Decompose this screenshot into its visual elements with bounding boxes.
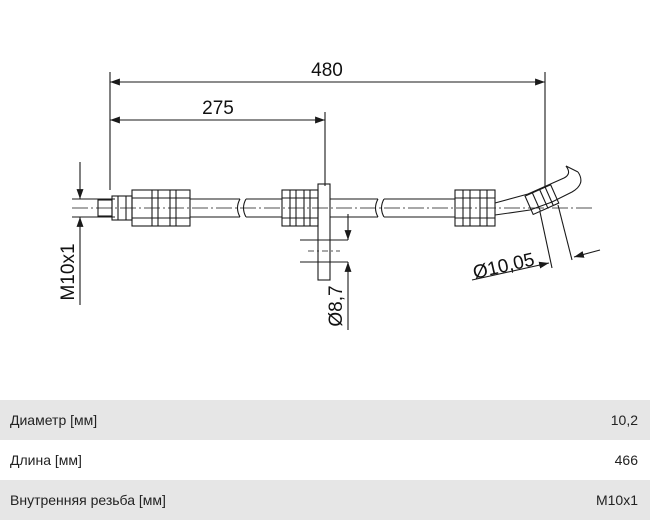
bent-tube-bottom: [494, 171, 582, 216]
spec-label: Длина [мм]: [10, 452, 82, 468]
tube-end-cap: [565, 165, 579, 173]
tube-end-fitting: [524, 184, 560, 216]
hole-diameter-label: Ø8,7: [326, 285, 347, 326]
hose-break-1: [236, 198, 247, 218]
bent-tube-top: [494, 165, 570, 204]
hose-section-4: [384, 198, 455, 218]
spec-label: Внутренняя резьба [мм]: [10, 492, 166, 508]
spec-label: Диаметр [мм]: [10, 412, 98, 428]
mounting-bracket: [317, 183, 331, 281]
hose-section-1: [190, 198, 240, 218]
tube-extension-2: [557, 204, 573, 261]
hose-section-3: [330, 198, 378, 218]
right-ferrule: [454, 189, 496, 227]
spec-value: 466: [614, 452, 638, 468]
brake-hose-drawing: 480 275 M10x1 Ø8,7 Ø10,05: [58, 60, 601, 330]
spec-row-thread: Внутренняя резьба [мм] M10x1: [0, 480, 650, 520]
left-ferrule: [131, 189, 191, 227]
hose-break-2: [374, 198, 385, 218]
tube-dim-arrow-left: [471, 261, 550, 281]
spec-value: 10,2: [610, 412, 638, 428]
tube-diameter-label: Ø10,05: [471, 249, 536, 283]
spec-row-diameter: Диаметр [мм] 10,2: [0, 400, 650, 440]
spec-row-length: Длина [мм] 466: [0, 440, 650, 480]
left-thread-stub: [97, 199, 113, 217]
hose-section-2: [246, 198, 282, 218]
overall-length-label: 480: [311, 60, 343, 81]
spec-value: M10x1: [595, 492, 638, 508]
bracket-position-label: 275: [202, 98, 234, 119]
thread-label: M10x1: [58, 243, 79, 300]
tube-extension-1: [539, 211, 553, 269]
specs-table: Диаметр [мм] 10,2 Длина [мм] 466 Внутрен…: [0, 400, 650, 520]
tube-dim-arrow-right: [573, 249, 601, 258]
